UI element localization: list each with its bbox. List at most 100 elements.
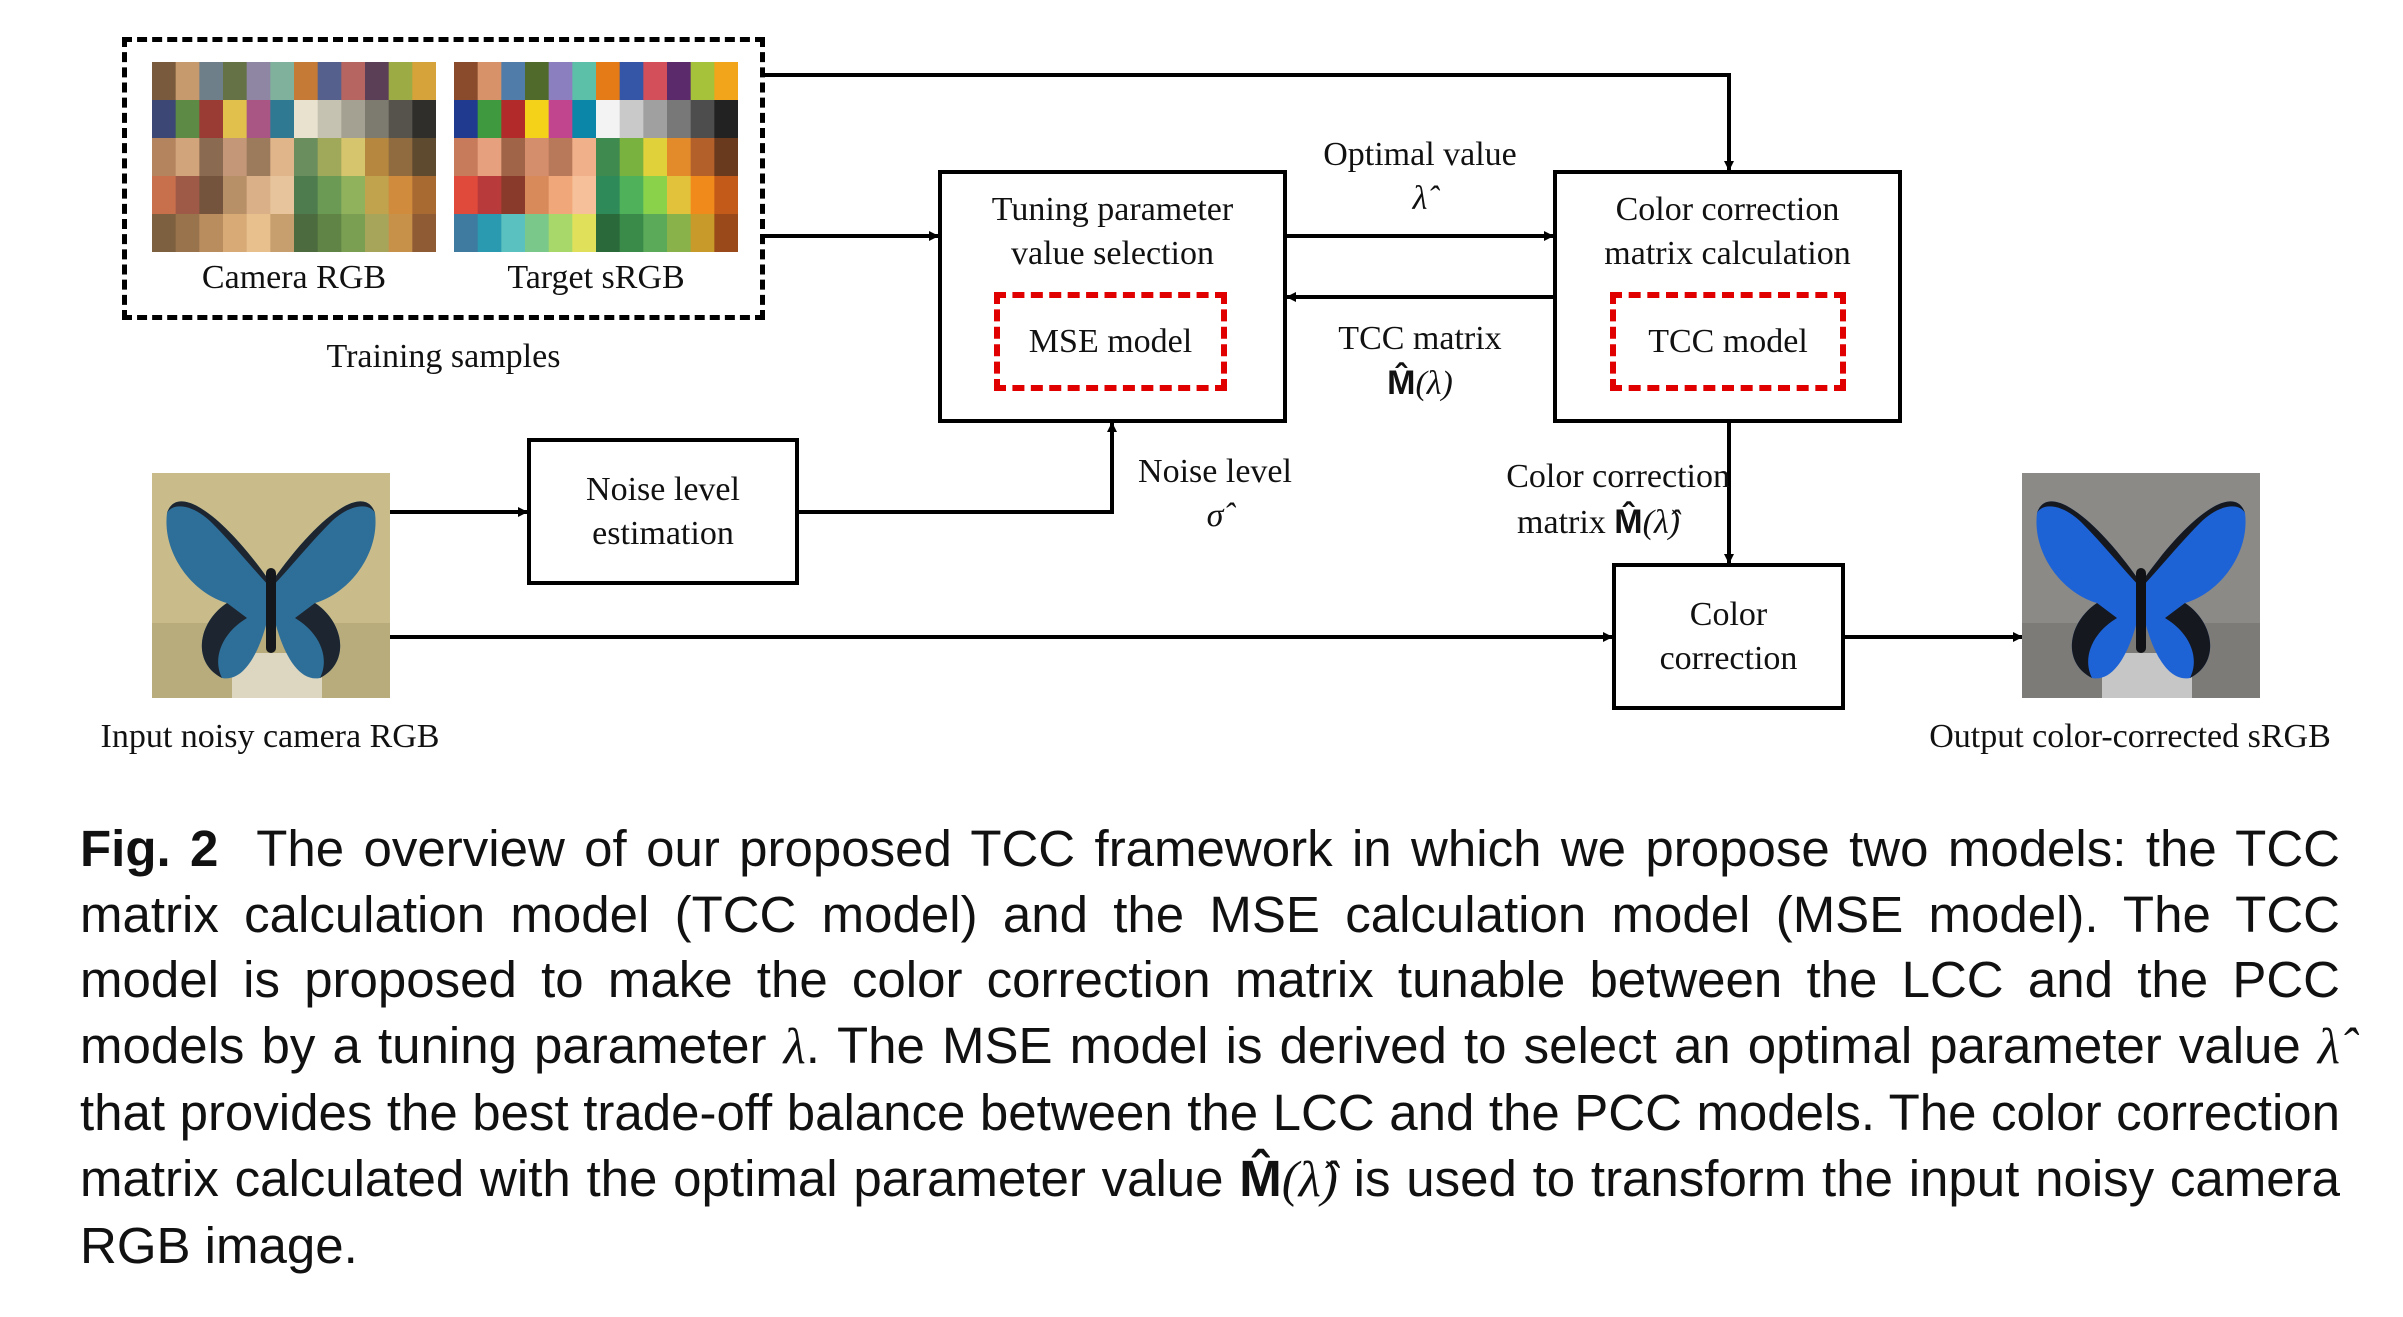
color-patch [572, 176, 597, 215]
ccm-edge-label-line2: matrix M̂(λ̂) [1440, 500, 1680, 545]
color-patch [412, 176, 436, 215]
color-patch [477, 176, 502, 215]
color-patch [365, 62, 390, 101]
color-patch [270, 176, 295, 215]
color-patch [596, 214, 621, 252]
color-patch [525, 100, 550, 139]
tcc-model-label: TCC model [1648, 323, 1808, 360]
color-patch [619, 138, 644, 177]
color-patch [525, 138, 550, 177]
tcc-model-box [1610, 292, 1846, 391]
color-patch [548, 100, 573, 139]
color-patch [294, 214, 319, 252]
tcc-matrix-symbol-m: M̂ [1387, 364, 1416, 402]
optimal-value-symbol: λ̂ [1412, 180, 1428, 217]
ccm-edge-label-line1: Color correction [1506, 458, 1730, 495]
caption-m-arg: (λ̂) [1281, 1151, 1338, 1208]
color-patch [667, 176, 692, 215]
color-patch [365, 100, 390, 139]
color-patch [643, 214, 668, 252]
color-patch [477, 214, 502, 252]
color-patch [548, 214, 573, 252]
color-patch [223, 62, 248, 101]
output-image-label: Output color-corrected sRGB [1929, 718, 2331, 755]
color-patch [619, 62, 644, 101]
color-patch [341, 100, 366, 139]
color-patch [152, 214, 177, 252]
color-patch [454, 138, 479, 177]
training-samples-caption: Training samples [326, 338, 561, 375]
caption-part4: is used to transform the input noisy cam… [80, 1149, 2340, 1275]
color-patch [223, 100, 248, 139]
color-patch [223, 214, 248, 252]
color-patch [572, 138, 597, 177]
color-patch [690, 100, 715, 139]
figure-caption: Fig. 2 The overview of our proposed TCC … [80, 816, 2340, 1279]
color-patch [388, 62, 413, 101]
color-patch [175, 62, 200, 101]
color-patch [270, 138, 295, 177]
color-patch [454, 214, 479, 252]
ccm-box-line2: matrix calculation [1604, 235, 1851, 272]
caption-lambda-hat: λ̂ [2317, 1018, 2340, 1075]
color-patch [412, 138, 436, 177]
color-patch [596, 176, 621, 215]
color-patch [643, 100, 668, 139]
color-patch [152, 62, 177, 101]
color-patch [199, 100, 224, 139]
ccm-edge-symbol-m: M̂ [1614, 503, 1643, 541]
caption-part1: The overview of our proposed TCC framewo… [80, 820, 2340, 1074]
caption-lambda: λ [783, 1018, 806, 1075]
tcc-matrix-symbol: M̂(λ) [1290, 361, 1550, 406]
color-patch [175, 138, 200, 177]
color-patch [175, 176, 200, 215]
training-samples-group [122, 37, 765, 320]
ccm-box-line1: Color correction [1615, 191, 1840, 228]
color-patch [477, 138, 502, 177]
color-patch [317, 176, 342, 215]
color-patch [525, 62, 550, 101]
color-patch [412, 214, 436, 252]
color-patch [690, 214, 715, 252]
color-patch [548, 138, 573, 177]
color-patch [317, 62, 342, 101]
target-srgb-patches [454, 62, 738, 252]
tuning-box-line1: Tuning parameter [991, 191, 1234, 228]
input-butterfly-image [152, 473, 390, 698]
color-patch [501, 214, 526, 252]
color-patch [175, 100, 200, 139]
color-patch [341, 176, 366, 215]
color-patch [223, 176, 248, 215]
color-patch [270, 100, 295, 139]
tuning-box-line2: value selection [1011, 235, 1214, 272]
color-patch [246, 214, 271, 252]
color-patch [412, 100, 436, 139]
ccm-edge-label-matrix: matrix [1517, 504, 1606, 541]
color-patch [246, 62, 271, 101]
color-patch [667, 214, 692, 252]
color-patch [596, 62, 621, 101]
color-patch [199, 214, 224, 252]
color-patch [317, 214, 342, 252]
color-patch [714, 214, 738, 252]
color-patch [525, 176, 550, 215]
color-patch [388, 214, 413, 252]
color-patch [246, 176, 271, 215]
color-patch [596, 138, 621, 177]
color-patch [341, 62, 366, 101]
color-patch [690, 62, 715, 101]
color-patch [317, 138, 342, 177]
color-patch [690, 176, 715, 215]
color-patch [619, 214, 644, 252]
input-image-label: Input noisy camera RGB [100, 718, 440, 755]
color-patch [525, 214, 550, 252]
color-patch [501, 62, 526, 101]
mse-model-box [994, 292, 1227, 391]
color-patch [548, 176, 573, 215]
color-patch [412, 62, 436, 101]
color-patch [690, 138, 715, 177]
color-patch [341, 214, 366, 252]
color-patch [643, 176, 668, 215]
color-patch [199, 62, 224, 101]
diagram-connectors [390, 73, 2023, 642]
